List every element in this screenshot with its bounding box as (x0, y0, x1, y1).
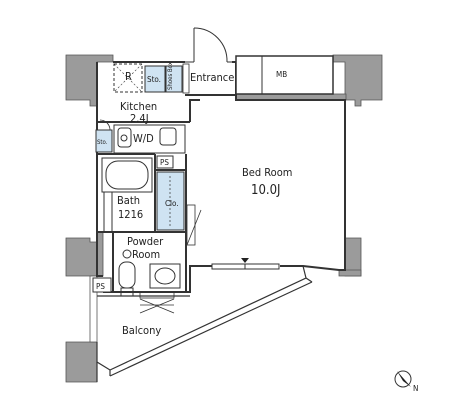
pipe-space-mid-label: PS (160, 158, 169, 167)
north-label: N (413, 384, 418, 393)
pipe-space-low-label: PS (96, 282, 105, 291)
balcony-label: Balcony (122, 324, 161, 337)
entrance-door (185, 27, 232, 63)
powder-door (139, 291, 175, 314)
washer-label: W/D (133, 132, 154, 145)
left-storage: Sto. (95, 119, 113, 153)
bedroom-label: Bed Room (242, 166, 292, 179)
entry-marker-icon (241, 258, 249, 263)
top-storage-label: Sto. (147, 75, 161, 84)
powder-room-label-2: Room (132, 248, 160, 261)
kitchen-size: 2.4J (130, 112, 149, 125)
pipe-space-low: PS (92, 277, 112, 293)
bedroom-size: 10.0J (251, 183, 280, 198)
shoes-box: Shoes Box (165, 61, 183, 93)
bath-size: 1216 (118, 208, 143, 221)
toilet (118, 249, 136, 297)
entrance-step (182, 63, 190, 94)
wash-basin (149, 263, 181, 289)
top-storage: Sto. (144, 65, 166, 93)
powder-room-label-1: Powder (127, 235, 164, 248)
kitchen-label: Kitchen (120, 100, 157, 113)
closet-label: Clo. (165, 199, 179, 208)
pipe-space-mid: PS (156, 155, 174, 169)
meter-box: MB (235, 55, 334, 95)
exterior-walls (65, 54, 383, 383)
closet-door (186, 204, 202, 246)
balcony-outline (96, 265, 313, 382)
bathtub (101, 157, 153, 233)
closet: Clo. (156, 171, 185, 231)
meter-box-label: MB (276, 70, 287, 79)
bedroom-sliding-door (211, 263, 280, 270)
refrigerator-space: R (113, 63, 143, 93)
kitchen-counter (113, 124, 186, 154)
shoes-box-label: Shoes Box (167, 61, 174, 90)
left-storage-label: Sto. (97, 139, 108, 146)
compass: N (394, 370, 418, 393)
bath-label: Bath (117, 194, 140, 207)
entrance-label: Entrance (190, 71, 234, 84)
refrigerator-label: R (125, 70, 132, 83)
